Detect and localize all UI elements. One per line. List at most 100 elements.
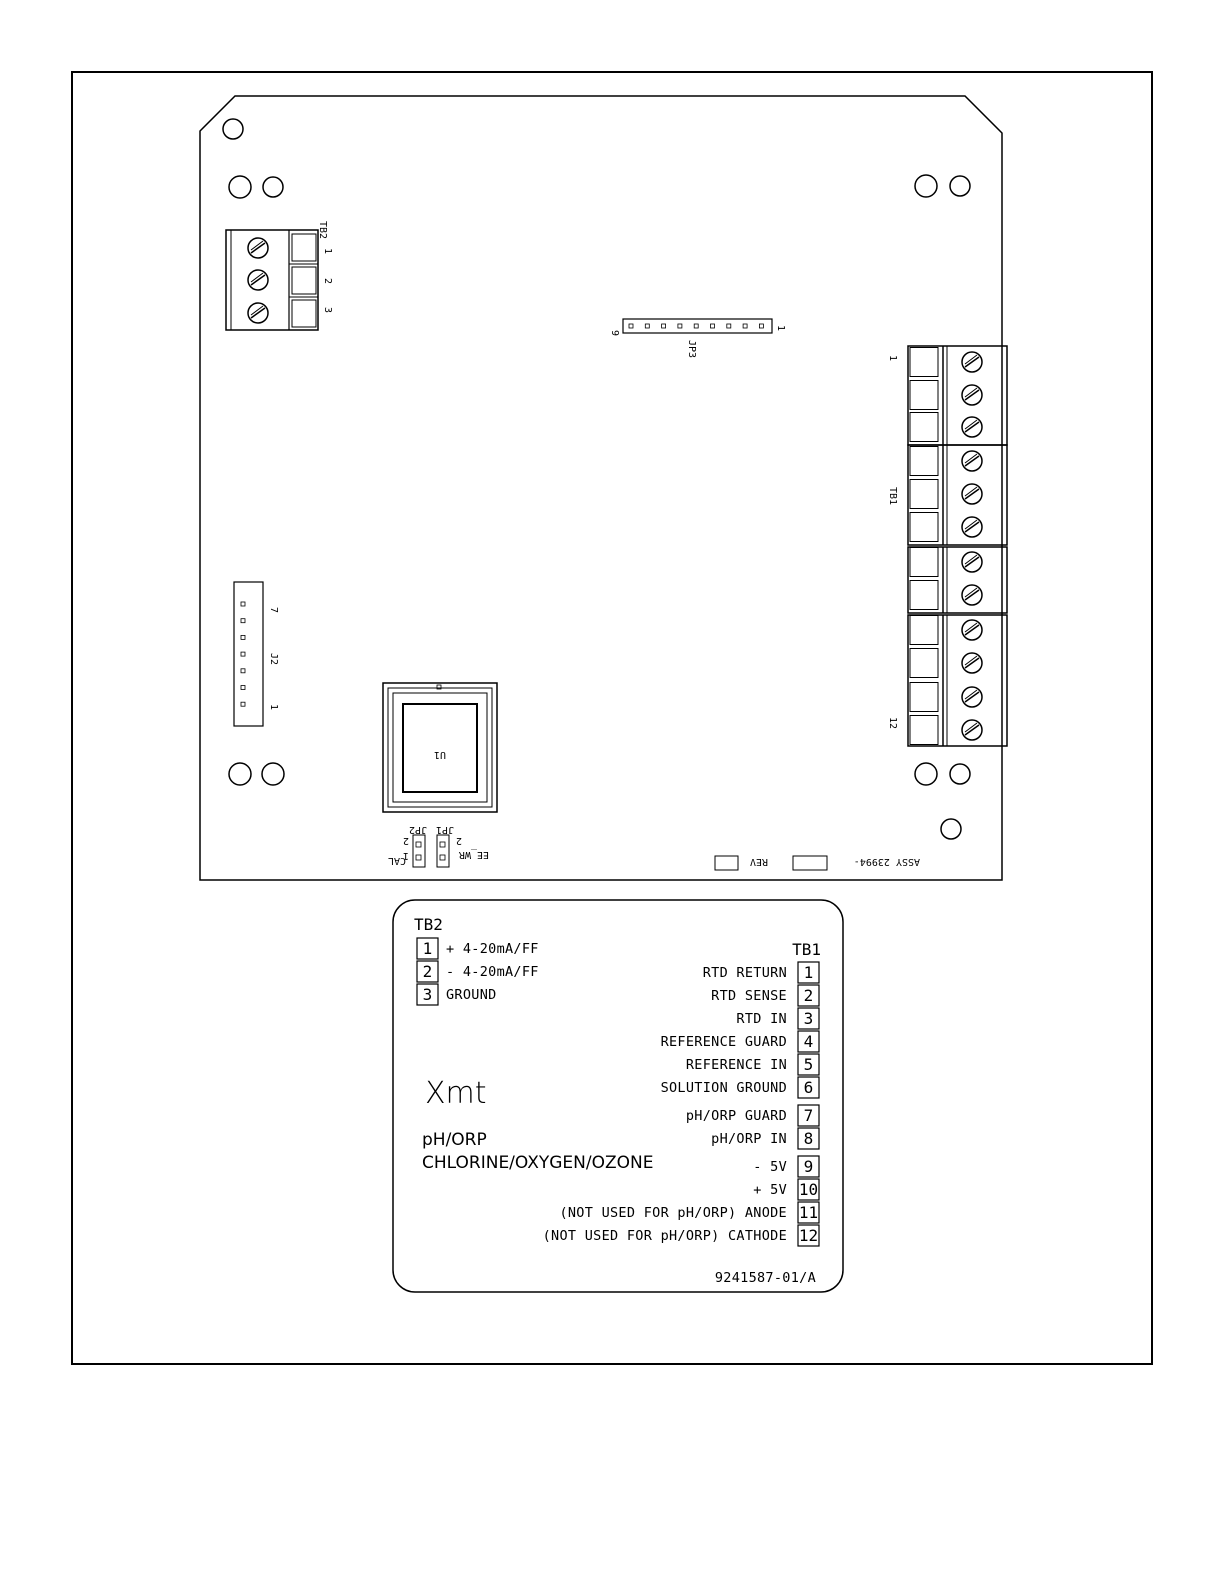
j2-pin [240, 601, 246, 607]
terminal-number: 11 [799, 1203, 818, 1222]
terminal-function: RTD SENSE [711, 988, 787, 1004]
legend-outline [392, 899, 844, 1293]
jp3-pin-first: 1 [775, 325, 786, 331]
terminal-number-box [416, 937, 439, 960]
legend-tb1-row: 12(NOT USED FOR pH/ORP) CATHODE [543, 1224, 820, 1247]
screw-icon [247, 269, 269, 291]
legend-tb1-row: 9- 5V [753, 1155, 820, 1178]
tb1-terminal [909, 412, 939, 442]
screw-icon [961, 384, 983, 406]
jp3-pin [661, 323, 666, 329]
terminal-function: - 5V [753, 1159, 787, 1175]
terminal-number: 2 [804, 986, 814, 1005]
mounting-hole [940, 818, 962, 840]
jumper-pin-label: 2 [456, 835, 462, 846]
terminal-number-box [797, 1201, 820, 1224]
terminal-function: REFERENCE IN [686, 1057, 787, 1073]
u1-chip: U1 [382, 682, 498, 813]
jp3-pin [742, 323, 748, 329]
jp3-pin [677, 323, 683, 329]
terminal-function: (NOT USED FOR pH/ORP) ANODE [559, 1205, 787, 1221]
jp1-function-label: EE_WR [458, 849, 489, 860]
jp3-pin [644, 323, 650, 329]
legend-tb1-row: 11 (NOT USED FOR pH/ORP) ANODE [559, 1201, 820, 1224]
screw-icon [961, 584, 983, 606]
screw-icon [961, 351, 983, 373]
terminal-number-box [797, 1155, 820, 1178]
u1-board-label: U1 [434, 749, 446, 760]
mounting-holes [222, 118, 971, 840]
screw-icon [961, 652, 983, 674]
terminal-function: RTD IN [736, 1011, 787, 1027]
j2-pin [240, 618, 246, 624]
jp3-pin [759, 323, 764, 329]
j2-header: 7 J2 1 [233, 581, 279, 727]
tb1-pin-first: 1 [887, 355, 898, 361]
jp2-board-label: JP2 [409, 824, 427, 835]
jumpers: JP2 JP1 2 1 CAL 2 EE_WR [388, 824, 489, 868]
terminal-function: pH/ORP IN [711, 1131, 787, 1147]
terminal-number-box [797, 1224, 820, 1247]
tb2-board-label: TB2 [317, 221, 328, 239]
terminal-number-box [797, 1030, 820, 1053]
terminal-number-box [797, 1053, 820, 1076]
product-name: Xmt [425, 1076, 487, 1111]
terminal-function: (NOT USED FOR pH/ORP) CATHODE [543, 1228, 787, 1244]
tb1-block [907, 444, 1008, 546]
tb1-terminal [909, 615, 939, 645]
j2-pin [240, 685, 246, 690]
tb2-pin-label: 3 [322, 307, 333, 313]
legend-tb2-row: 1+ 4-20mA/FF [416, 937, 538, 960]
terminal-number: 2 [423, 962, 433, 981]
mounting-hole [914, 762, 938, 786]
jp3-pin [693, 323, 699, 329]
model-line-2: CHLORINE/OXYGEN/OZONE [422, 1153, 653, 1173]
part-number: 9241587-01/A [715, 1270, 816, 1286]
screw-icon [961, 450, 983, 472]
terminal-number: 10 [799, 1180, 818, 1199]
terminal-number: 4 [804, 1032, 814, 1051]
tb1-terminal [909, 580, 939, 610]
terminal-number-box [797, 1076, 820, 1099]
jumper-pin-label: 1 [403, 850, 409, 861]
tb1-terminal [909, 547, 939, 577]
screw-icon [247, 237, 269, 259]
mounting-hole [914, 174, 938, 198]
terminal-function: pH/ORP GUARD [686, 1108, 787, 1124]
screw-icon [961, 719, 983, 741]
terminal-number: 5 [804, 1055, 814, 1074]
legend-tb1-row: 7 pH/ORP GUARD [686, 1104, 820, 1127]
terminal-number-box [797, 1178, 820, 1201]
terminal-function: - 4-20mA/FF [446, 964, 539, 980]
terminal-number-box [797, 984, 820, 1007]
legend-tb1-row: 10 + 5V [753, 1178, 820, 1201]
j2-pin-last: 7 [268, 607, 279, 613]
j2-pin [240, 668, 246, 674]
terminal-number-box [416, 960, 439, 983]
jp3-pin [726, 323, 732, 329]
terminal-number: 7 [804, 1106, 814, 1125]
legend-tb1-title: TB1 [792, 940, 821, 959]
screw-icon [247, 302, 269, 324]
assembly-marking: REV ASSY 23994- [714, 855, 920, 871]
terminal-number: 3 [423, 985, 433, 1004]
j2-board-label: J2 [268, 653, 279, 665]
terminal-number-box [416, 983, 439, 1006]
board-outline [199, 95, 1003, 881]
terminal-function: REFERENCE GUARD [661, 1034, 787, 1050]
tb1-terminal [909, 648, 939, 678]
legend-tb1-row: 5 REFERENCE IN [686, 1053, 820, 1076]
terminal-function: + 5V [753, 1182, 787, 1198]
mounting-hole [262, 176, 284, 198]
legend-tb2-row: 3 GROUND [416, 983, 497, 1006]
tb1-terminal [909, 512, 939, 542]
jp3-pin-last: 9 [609, 330, 620, 336]
terminal-number: 1 [804, 963, 814, 982]
screw-icon [961, 416, 983, 438]
terminal-number: 1 [423, 939, 433, 958]
terminal-number: 8 [804, 1129, 814, 1148]
terminal-function: GROUND [446, 987, 497, 1003]
